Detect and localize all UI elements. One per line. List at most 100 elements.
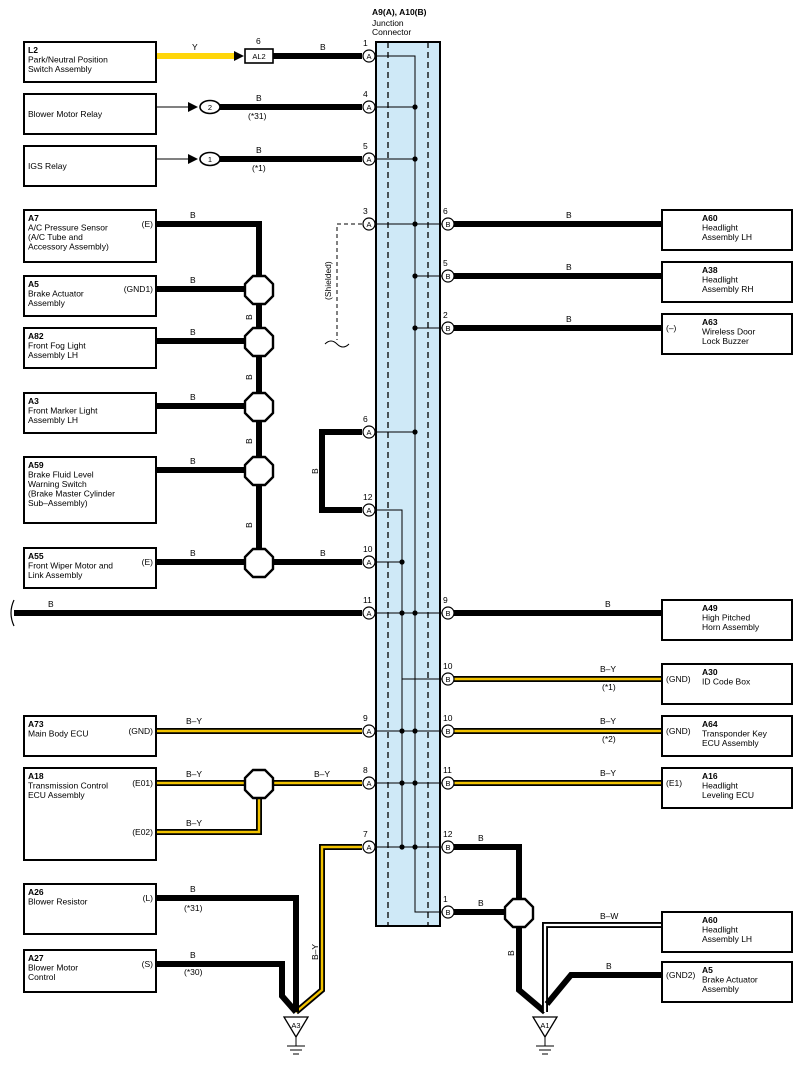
pin-left-number: 4 — [363, 89, 368, 99]
component-box — [661, 209, 793, 251]
component-name-line: (Brake Master Cylinder — [28, 489, 115, 499]
pin-left-circle — [362, 840, 376, 854]
pin-right-number: 2 — [443, 310, 448, 320]
label-by-a16: B–Y — [600, 768, 616, 778]
component-name-line: ID Code Box — [702, 677, 751, 687]
component-box — [23, 145, 157, 187]
pin-left-number: 3 — [363, 206, 368, 216]
component-code: A7 — [28, 213, 39, 223]
component-name-line: Sub–Assembly) — [28, 498, 88, 508]
component-code: L2 — [28, 45, 38, 55]
pin-right-letter: B — [445, 220, 450, 229]
component-pin-label: (GND2) — [666, 970, 695, 980]
component-code: A60 — [702, 213, 718, 223]
wire-a5-gnd2 — [544, 972, 662, 1006]
component-name-line: Transponder Key — [702, 729, 768, 739]
component-box — [661, 261, 793, 303]
wire-break-left — [10, 599, 15, 627]
component-a7: A7A/C Pressure Sensor(A/C Tube and Acces… — [23, 209, 157, 263]
pin-left-letter: A — [366, 155, 371, 164]
shield-break-mark — [324, 340, 350, 348]
pin-right-letter: B — [445, 908, 450, 917]
label-b-a5: B — [190, 275, 196, 285]
component-box — [661, 911, 793, 953]
component-name-line: Assembly LH — [702, 232, 752, 242]
pin-left-number: 12 — [363, 492, 373, 502]
pin-left-circle — [362, 503, 376, 517]
ground-a1 — [531, 1016, 559, 1055]
component-name-line: High Pitched — [702, 613, 750, 623]
label-b-a55-to-junction: B — [320, 548, 326, 558]
pin-left-number: 8 — [363, 765, 368, 775]
component-code: A49 — [702, 603, 718, 613]
pin-left-letter: A — [366, 506, 371, 515]
component-pin-label: (E01) — [132, 778, 153, 788]
pin-left-number: 5 — [363, 141, 368, 151]
component-name-line: Accessory Assembly) — [28, 242, 109, 252]
pin-right-letter: B — [445, 272, 450, 281]
component-pin-label: (GND) — [128, 726, 153, 736]
splice-points-left — [243, 274, 275, 579]
pin-right-number: 1 — [443, 894, 448, 904]
pin-right-circle — [441, 672, 455, 686]
component-name-line: Assembly LH — [28, 415, 78, 425]
component-name-line: Blower Motor Relay — [28, 109, 103, 119]
label-bw-a60: B–W — [600, 911, 618, 921]
wire-bw-inner — [543, 923, 662, 1012]
label-31-blower: (*31) — [248, 111, 267, 121]
label-1-a30: (*1) — [602, 682, 616, 692]
label-by-a18-e02: B–Y — [186, 818, 202, 828]
component-name-line: Blower Motor — [28, 963, 78, 973]
component-name-line: Brake Fluid Level — [28, 470, 94, 480]
component-box — [23, 715, 157, 757]
label-b-al2: B — [320, 42, 326, 52]
connector-2-label: 2 — [208, 103, 212, 112]
component-pin-label: (E) — [142, 219, 154, 229]
component-name-line: Front Marker Light — [28, 406, 98, 416]
component-box — [23, 883, 157, 935]
component-name-line: Assembly — [28, 298, 66, 308]
component-name-line: Wireless Door — [702, 327, 756, 337]
label-b-a26: B — [190, 884, 196, 894]
pin-left-circle — [362, 555, 376, 569]
component-box — [23, 93, 157, 135]
pin-right-circle — [441, 840, 455, 854]
component-name-line: Leveling ECU — [702, 790, 754, 800]
component-box — [661, 313, 793, 355]
arrow-blower — [188, 102, 198, 112]
wire-a18-e02-outer — [156, 783, 262, 835]
component-code: A30 — [702, 667, 718, 677]
pin-right-circle — [441, 606, 455, 620]
component-name-line: Brake Actuator — [28, 289, 84, 299]
pin-left-letter: A — [366, 609, 371, 618]
label-b-loop: B — [310, 468, 320, 474]
pin-left-number: 1 — [363, 38, 368, 48]
label-30-a27: (*30) — [184, 967, 203, 977]
component-igs-relay: IGS Relay — [23, 145, 157, 187]
component-name-line: Horn Assembly — [702, 622, 760, 632]
pin-left-letter: A — [366, 727, 371, 736]
label-b-a60: B — [566, 210, 572, 220]
pin-left-number: 9 — [363, 713, 368, 723]
component-box — [23, 547, 157, 589]
component-name-line: IGS Relay — [28, 161, 67, 171]
component-code: A55 — [28, 551, 44, 561]
splice-right — [503, 897, 535, 929]
component-box — [661, 663, 793, 705]
component-pin-label: (–) — [666, 323, 677, 333]
pin-right-number: 10 — [443, 661, 453, 671]
label-1-igs: (*1) — [252, 163, 266, 173]
component-box — [23, 275, 157, 317]
label-by-a64: B–Y — [600, 716, 616, 726]
connector-al2-pin: 6 — [256, 36, 261, 46]
component-code: A82 — [28, 331, 44, 341]
component-pin-label: (L) — [143, 893, 154, 903]
component-box — [661, 715, 793, 757]
wire-a7-ground-outer — [294, 844, 362, 1015]
